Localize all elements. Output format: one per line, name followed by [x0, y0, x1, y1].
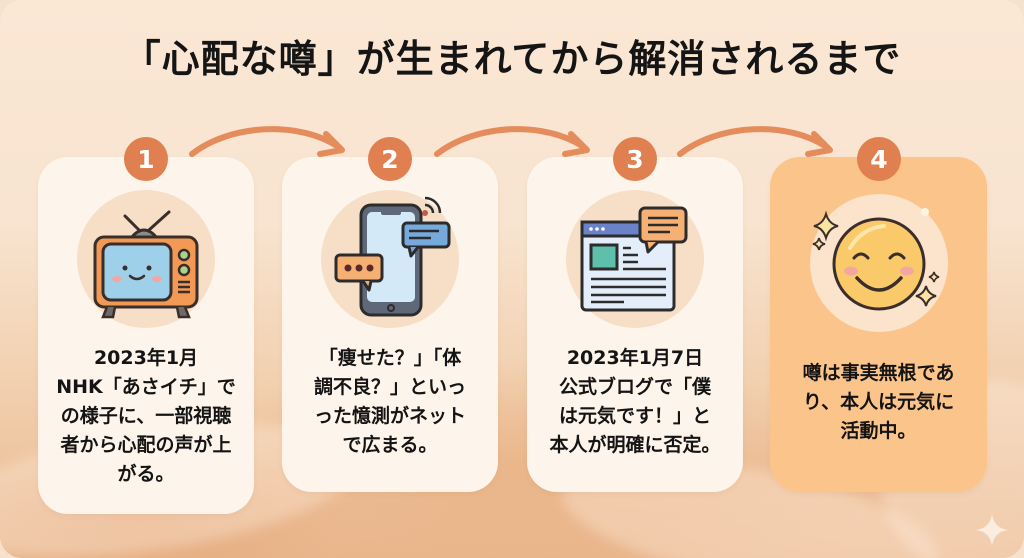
step-description: 2023年1月 NHK「あさイチ」で の様子に、一部視聴 者から心配の声が上 が… [56, 347, 236, 485]
step-number-badge-3: 3 [613, 137, 657, 181]
step-number-badge-2: 2 [368, 137, 412, 181]
step-description: 「痩せた？」「体 調不良？」といっ った憶測がネット で広まる。 [313, 347, 466, 456]
step-description: 噂は事実無根であ り、本人は元気に 活動中。 [802, 362, 955, 442]
blog-post-icon [580, 206, 688, 312]
smiling-face-icon [812, 208, 940, 311]
step-number-badge-4: 4 [857, 137, 901, 181]
sparkle-watermark-icon [976, 514, 1008, 546]
icon-circle [77, 190, 215, 328]
arrow-2-to-3-icon [434, 126, 590, 157]
smartphone-chat-icon [334, 196, 451, 317]
step-card-1: 2023年1月 NHK「あさイチ」で の様子に、一部視聴 者から心配の声が上 が… [38, 157, 254, 514]
step-card-2: 「痩せた？」「体 調不良？」といっ った憶測がネット で広まる。 [282, 157, 498, 492]
page-title: 「心配な噂」が生まれてから解消されるまで [122, 37, 902, 81]
step-card-3: 2023年1月7日 公式ブログで「僕 は元気です！」と 本人が明確に否定。 [527, 157, 743, 492]
step-card-4: 噂は事実無根であ り、本人は元気に 活動中。 [770, 157, 987, 492]
step-description: 2023年1月7日 公式ブログで「僕 は元気です！」と 本人が明確に否定。 [549, 347, 721, 456]
retro-tv-icon [93, 210, 199, 319]
icon-circle [810, 194, 948, 332]
icon-circle [321, 190, 459, 328]
icon-circle [566, 190, 704, 328]
arrow-3-to-4-icon [677, 126, 833, 157]
step-number-badge-1: 1 [124, 137, 168, 181]
arrow-1-to-2-icon [189, 126, 345, 157]
